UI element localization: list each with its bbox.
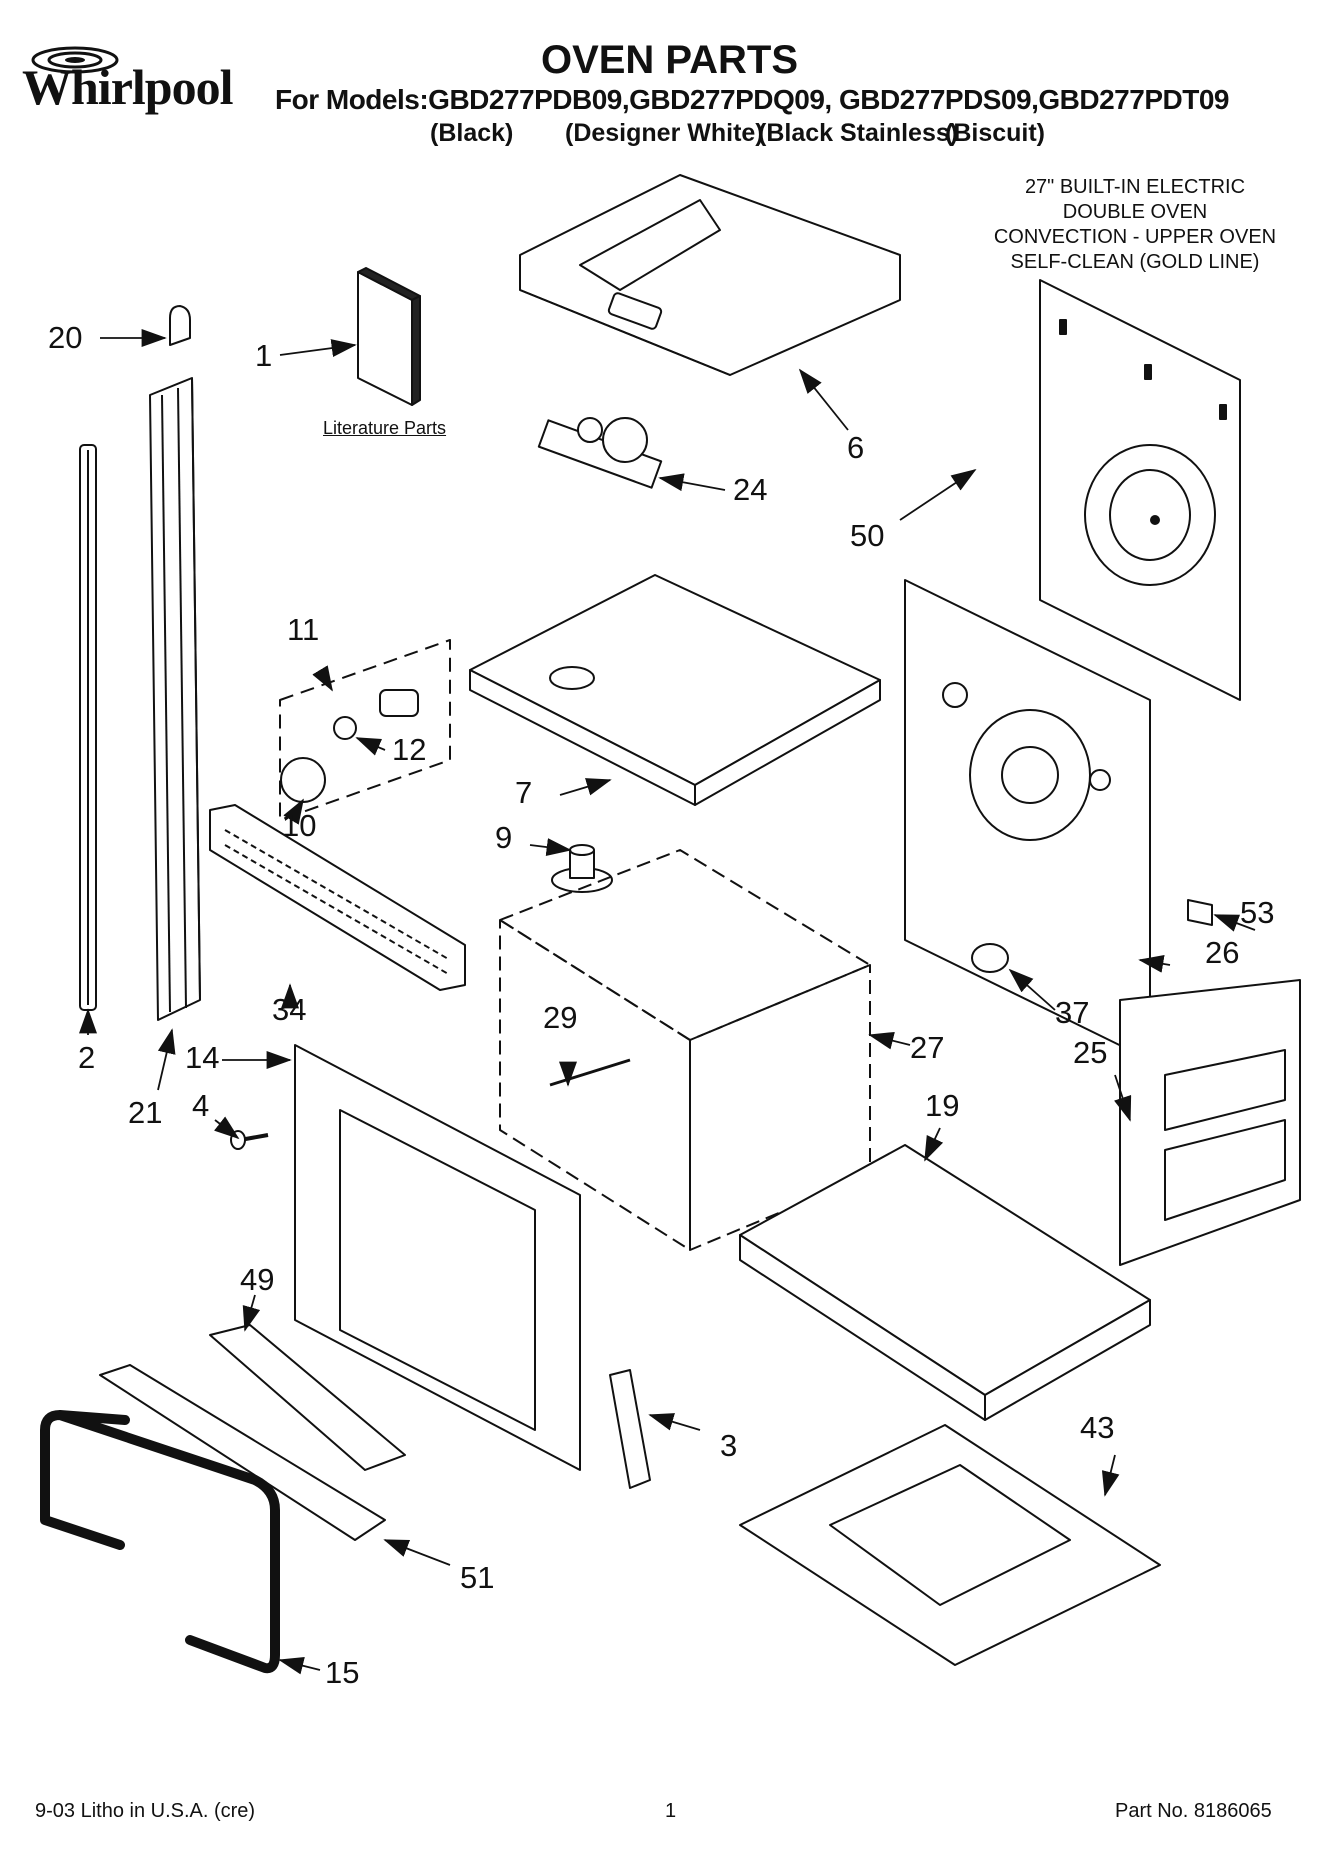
callout-6: 6 bbox=[847, 430, 865, 465]
part-11-socket bbox=[379, 689, 419, 717]
part-24-motor bbox=[537, 417, 663, 489]
brand-wordmark: Whirlpool bbox=[22, 59, 233, 115]
page-title: OVEN PARTS bbox=[540, 38, 799, 82]
callout-34: 34 bbox=[272, 992, 307, 1027]
desc-line-3: CONVECTION - UPPER OVEN bbox=[993, 226, 1277, 248]
callout-9: 9 bbox=[495, 820, 513, 855]
callout-4: 4 bbox=[192, 1088, 210, 1123]
part-2-strip bbox=[79, 444, 97, 1011]
literature-parts-label: Literature Parts bbox=[323, 418, 447, 438]
footer-part-number: Part No. 8186065 bbox=[1115, 1800, 1272, 1822]
part-9-knob bbox=[551, 844, 613, 893]
leader-lines bbox=[79, 329, 1256, 1675]
part-29-sensor bbox=[549, 1058, 631, 1087]
part-6-top-shroud bbox=[519, 174, 901, 376]
part-15-gasket bbox=[40, 1410, 280, 1674]
callout-21: 21 bbox=[128, 1095, 163, 1130]
callout-50: 50 bbox=[850, 518, 885, 553]
callout-3: 3 bbox=[720, 1428, 738, 1463]
footer-page-number: 1 bbox=[665, 1800, 677, 1822]
callout-2: 2 bbox=[78, 1040, 96, 1075]
desc-line-2: DOUBLE OVEN bbox=[1062, 201, 1208, 223]
callout-14: 14 bbox=[185, 1040, 220, 1075]
variant-black: (Black) bbox=[430, 119, 514, 147]
callout-25: 25 bbox=[1073, 1035, 1108, 1070]
part-20-clip bbox=[169, 305, 191, 346]
part-53-bracket bbox=[1187, 899, 1213, 926]
part-51-lower-vent bbox=[99, 1364, 386, 1541]
variant-designer-white: (Designer White) bbox=[565, 119, 764, 147]
footer-litho: 9-03 Litho in U.S.A. (cre) bbox=[35, 1800, 256, 1822]
callout-19: 19 bbox=[925, 1088, 960, 1123]
part-4-screw bbox=[230, 1130, 269, 1150]
part-11-light-group bbox=[279, 639, 451, 821]
part-3-bracket bbox=[609, 1369, 651, 1489]
callout-7: 7 bbox=[515, 775, 533, 810]
callout-53: 53 bbox=[1240, 895, 1275, 930]
part-50-rear-panel bbox=[1039, 279, 1241, 701]
part-21-channel bbox=[149, 377, 201, 1021]
part-19-floor bbox=[739, 1144, 1151, 1421]
part-26-rear-panel bbox=[904, 579, 1151, 1061]
part-34-vent bbox=[209, 804, 466, 991]
callout-12: 12 bbox=[392, 732, 427, 767]
variant-black-stainless: (Black Stainless) bbox=[758, 119, 959, 147]
callout-26: 26 bbox=[1205, 935, 1240, 970]
callout-11: 11 bbox=[287, 612, 320, 647]
variant-biscuit: (Biscuit) bbox=[945, 119, 1045, 147]
part-7-top-panel bbox=[469, 574, 881, 806]
part-49-trim bbox=[209, 1324, 406, 1471]
part-1-literature bbox=[357, 267, 421, 406]
part-43-tray bbox=[739, 1424, 1161, 1666]
part-14-front-frame bbox=[294, 1044, 581, 1471]
part-25-side-panel bbox=[1119, 979, 1301, 1266]
models-line: For Models:GBD277PDB09,GBD277PDQ09, GBD2… bbox=[275, 84, 1229, 115]
part-12-bulb bbox=[333, 716, 357, 740]
callout-10: 10 bbox=[282, 808, 317, 843]
desc-line-1: 27" BUILT-IN ELECTRIC bbox=[1024, 176, 1246, 198]
callout-49: 49 bbox=[240, 1262, 275, 1297]
callout-15: 15 bbox=[325, 1655, 360, 1690]
callout-29: 29 bbox=[543, 1000, 578, 1035]
callout-51: 51 bbox=[460, 1560, 495, 1595]
callout-20: 20 bbox=[48, 320, 83, 355]
callout-43: 43 bbox=[1080, 1410, 1115, 1445]
desc-line-4: SELF-CLEAN (GOLD LINE) bbox=[1010, 251, 1260, 273]
part-37-limit bbox=[971, 943, 1009, 973]
callout-1: 1 bbox=[255, 338, 273, 373]
callout-24: 24 bbox=[733, 472, 768, 507]
callout-27: 27 bbox=[910, 1030, 945, 1065]
callout-37: 37 bbox=[1055, 995, 1090, 1030]
logo-swirl-icon bbox=[31, 46, 119, 74]
brand-logo bbox=[20, 40, 140, 85]
part-10-light-lens bbox=[280, 757, 326, 803]
